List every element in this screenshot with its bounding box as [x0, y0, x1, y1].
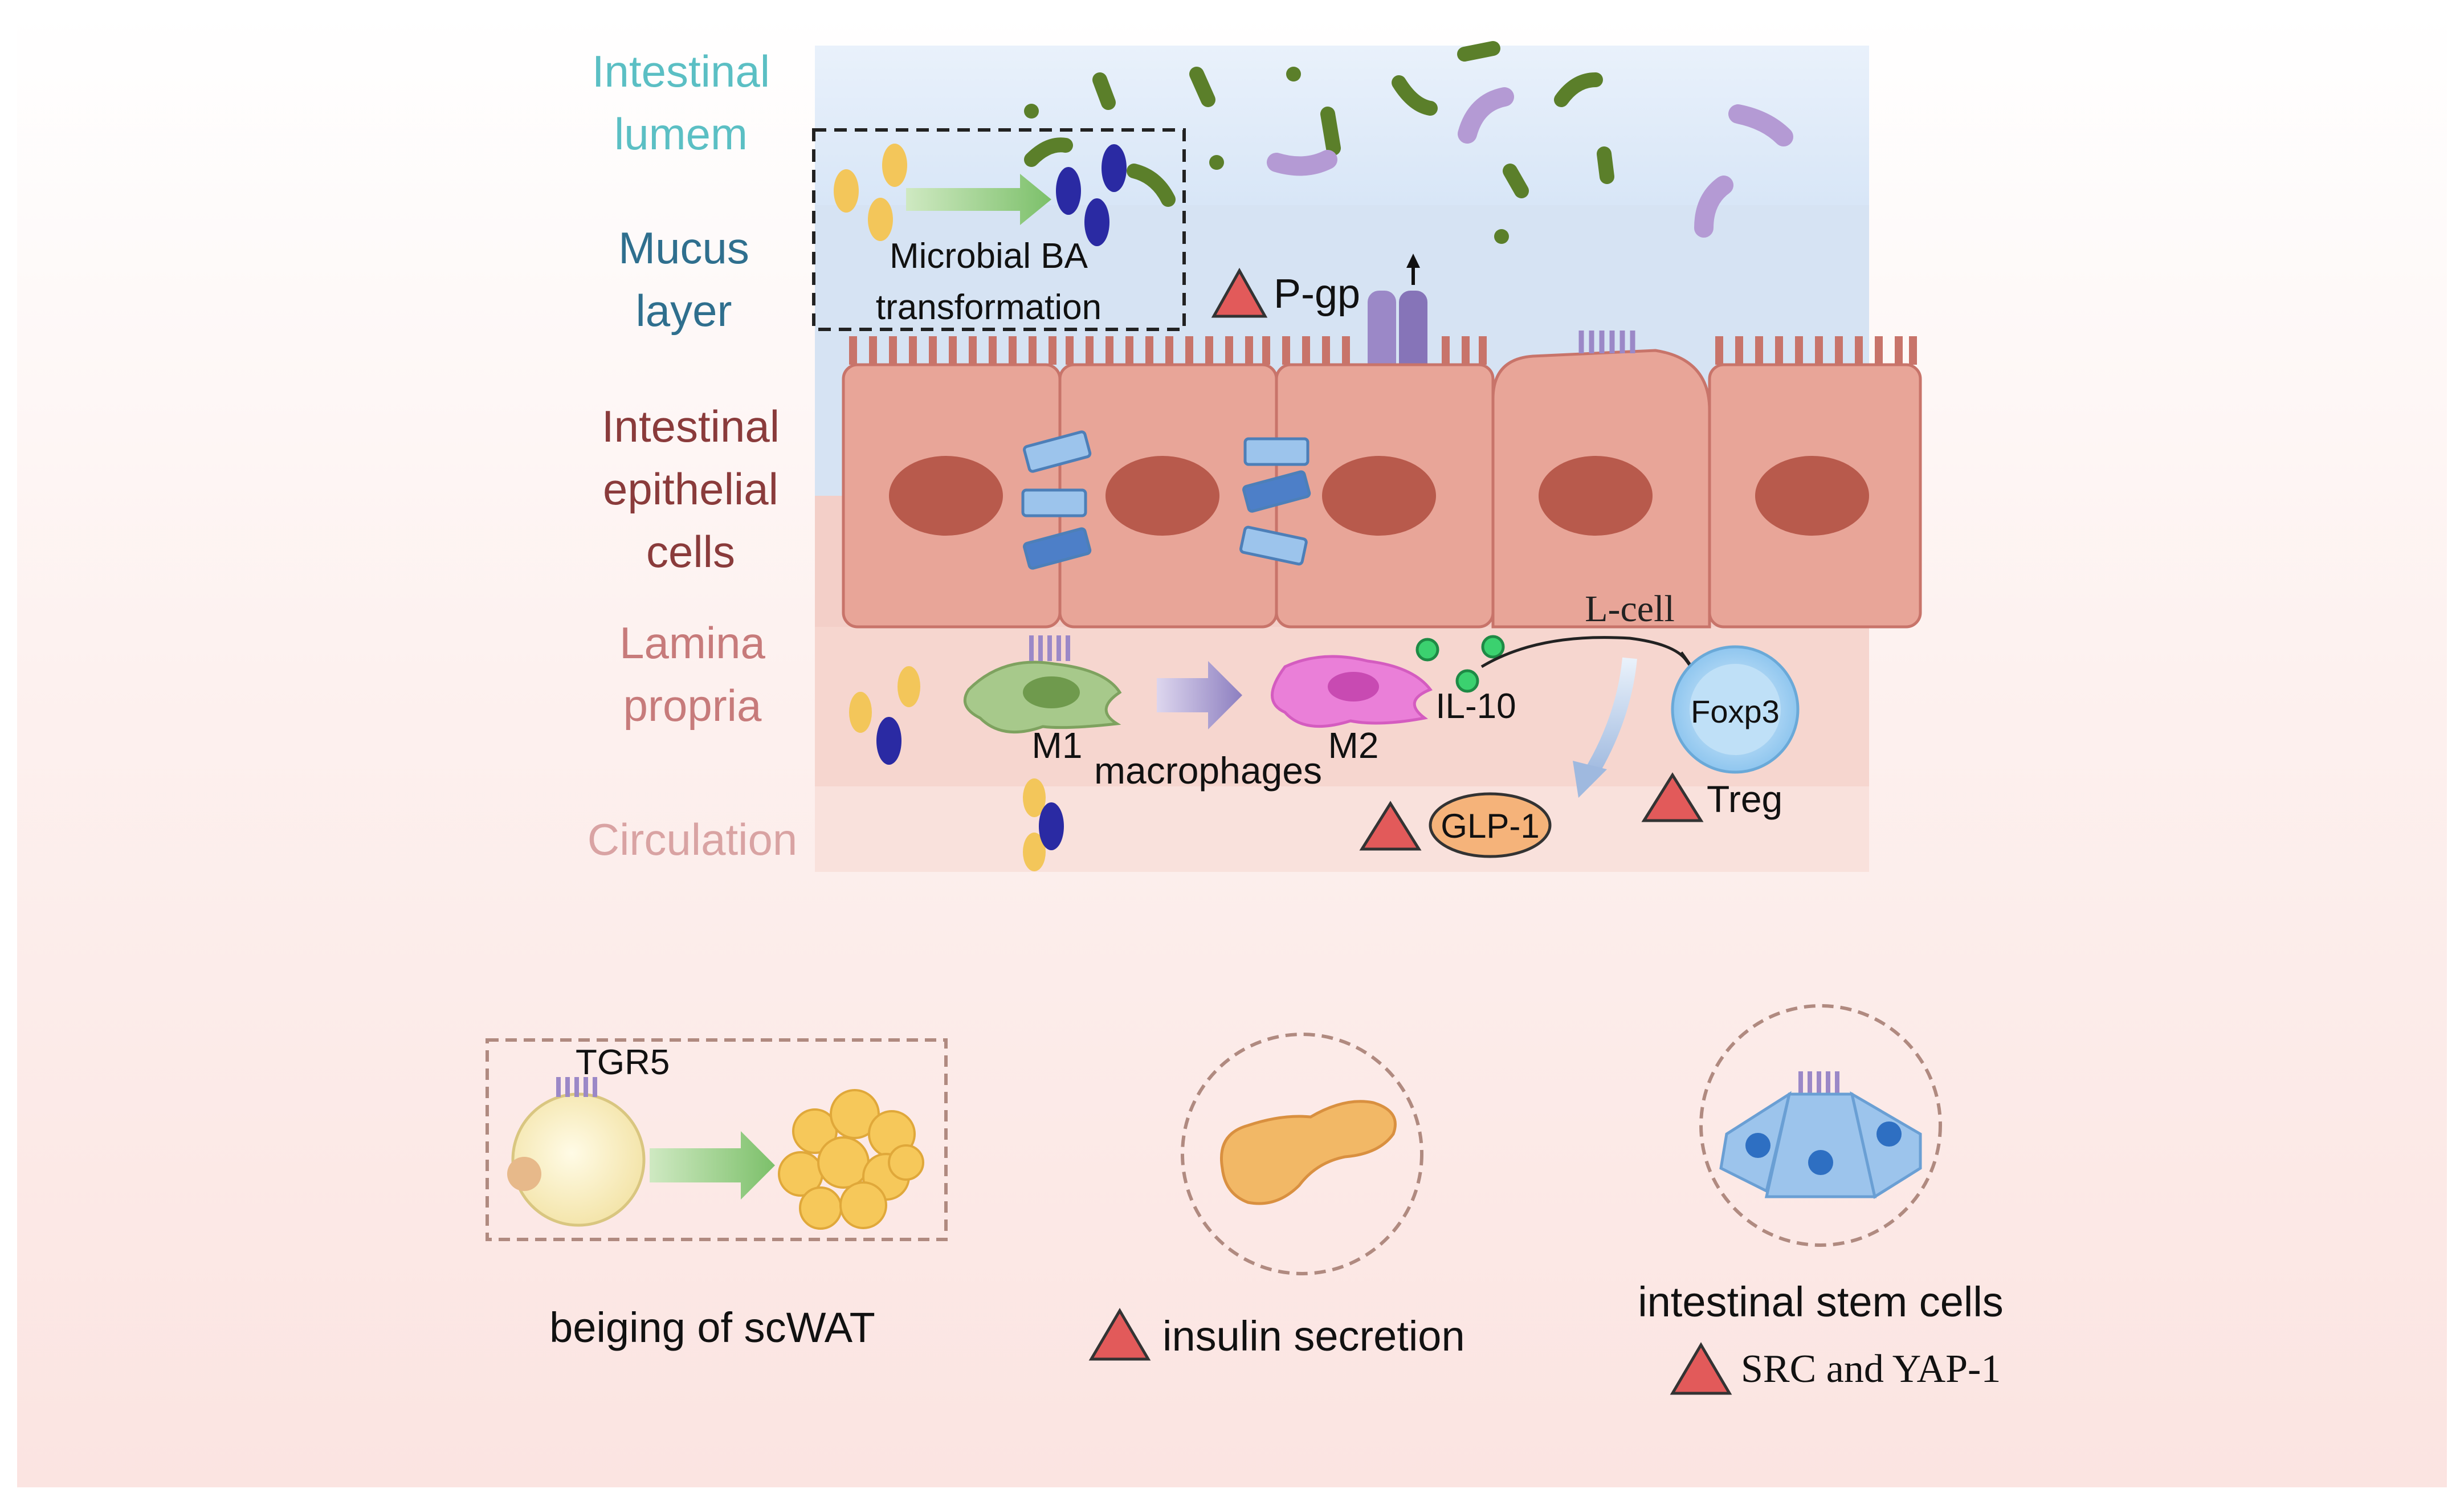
microvilli	[849, 336, 1917, 365]
macrophages-label: macrophages	[1094, 749, 1322, 792]
nucleus	[889, 456, 1003, 536]
lumen-label-line2: lumem	[614, 109, 748, 159]
nucleus	[1322, 456, 1436, 536]
lumen-band	[815, 46, 1869, 205]
lcell-label: L-cell	[1585, 588, 1675, 630]
curved-bacterium-icon	[1127, 164, 1176, 207]
glp1-icon	[1429, 792, 1552, 858]
lamina-label-line1: Lamina	[619, 618, 765, 668]
pancreas-icon	[1220, 1100, 1397, 1205]
circulation-content: GLP-1 Treg	[1023, 772, 1782, 871]
inhibition-arrow	[1480, 636, 1688, 668]
purple-bacterium-icon	[1728, 104, 1793, 146]
purple-bacterium-icon	[1267, 150, 1337, 176]
coccus-bacterium-icon	[1024, 104, 1039, 119]
pgp-label: P-gp	[1274, 271, 1360, 317]
increase-triangle-icon	[1211, 267, 1268, 318]
il10-cytokine-icons	[1415, 635, 1505, 693]
bile-acid-yellow-icon	[1023, 778, 1046, 817]
epithelial-label-line2: epithelial	[603, 464, 778, 514]
rod-bacterium-icon	[1457, 41, 1500, 62]
m2-label: M2	[1328, 725, 1379, 766]
treg-label: Treg	[1707, 778, 1782, 820]
lamina-label-line2: propria	[623, 680, 762, 731]
curved-bacterium-icon	[1024, 137, 1073, 167]
bile-acid-blue-icons	[1056, 144, 1127, 246]
epithelial-label-line1: Intestinal	[602, 401, 780, 451]
receptor-icon	[1798, 1071, 1839, 1094]
tight-junction-icons	[1021, 430, 1311, 570]
src-yap-label: SRC and YAP-1	[1741, 1347, 2001, 1391]
lamina-propria-content: M1 M2 macrophages IL-10 Foxp3	[849, 635, 1800, 798]
m2-nucleus	[1328, 672, 1379, 701]
receptor-icon	[1578, 331, 1635, 353]
beige-adipocytes-icon	[778, 1089, 924, 1230]
il10-label: IL-10	[1435, 687, 1516, 726]
nucleus	[1105, 456, 1219, 536]
coccus-bacterium-icon	[1494, 229, 1509, 244]
foxp3-label: Foxp3	[1691, 694, 1780, 729]
rod-bacterium-icon	[1092, 72, 1116, 110]
coccus-bacterium-icon	[1209, 155, 1224, 170]
bacteria-group	[1024, 41, 1793, 244]
adipocyte-nucleus	[507, 1157, 541, 1191]
increase-triangle-icon	[1670, 1342, 1732, 1395]
receptor-icon	[1029, 635, 1070, 661]
rod-bacterium-icon	[1320, 107, 1341, 156]
purple-bacterium-icon	[1694, 176, 1733, 238]
rod-bacterium-icon	[1189, 67, 1215, 107]
insulin-panel: insulin secretion	[1088, 1033, 1465, 1361]
microbial-ba-label-line1: Microbial BA	[890, 236, 1088, 276]
increase-triangle-icon	[1088, 1308, 1151, 1361]
stem-cells-label: intestinal stem cells	[1638, 1278, 2004, 1325]
beiging-arrow-icon	[650, 1131, 775, 1200]
beiging-panel: TGR5 beiging of scWAT	[486, 1038, 948, 1351]
increase-triangle-icon	[1359, 801, 1422, 851]
microbial-ba-label-line2: transformation	[876, 288, 1102, 327]
glp1-arrow-icon	[1583, 657, 1637, 779]
circulation-band	[815, 786, 1869, 872]
bile-acid-blue-icon	[876, 717, 901, 765]
circulation-label: Circulation	[588, 814, 797, 864]
polarization-arrow-icon	[1157, 661, 1242, 729]
transformation-arrow-icon	[906, 174, 1051, 225]
microbial-ba-box: Microbial BA transformation	[812, 128, 1186, 331]
rod-bacterium-icon	[1597, 146, 1614, 184]
rod-bacterium-icon	[1503, 164, 1529, 198]
mucus-label-line1: Mucus	[618, 223, 749, 273]
curved-bacterium-icon	[1392, 75, 1438, 116]
glp1-label: GLP-1	[1441, 807, 1539, 845]
nucleus	[1755, 456, 1869, 536]
nuclei	[889, 456, 1869, 536]
m1-nucleus	[1023, 676, 1080, 708]
purple-bacterium-icon	[1458, 87, 1514, 144]
insulin-label: insulin secretion	[1162, 1312, 1465, 1360]
m1-label: M1	[1032, 725, 1083, 766]
beiging-label: beiging of scWAT	[549, 1304, 875, 1351]
stem-cell-panel: intestinal stem cells SRC and YAP-1	[1638, 1004, 2004, 1395]
increase-triangle-icon	[1641, 772, 1704, 822]
epithelial-label-line3: cells	[646, 527, 735, 577]
nucleus	[1539, 456, 1653, 536]
lumen-label-line1: Intestinal	[592, 46, 770, 96]
bile-acid-yellow-icon	[849, 692, 872, 733]
tgr5-label: TGR5	[576, 1043, 670, 1082]
bile-acid-blue-icon	[1039, 802, 1064, 850]
bile-acid-yellow-icon	[898, 666, 920, 707]
mucus-label-line2: layer	[635, 285, 732, 336]
tgr5-receptor-icon	[556, 1077, 597, 1097]
curved-bacterium-icon	[1554, 72, 1603, 107]
coccus-bacterium-icon	[1286, 67, 1301, 81]
epithelial-cells	[842, 331, 1922, 629]
bile-acid-yellow-icons	[834, 144, 907, 241]
bile-acid-yellow-icon	[1023, 833, 1046, 871]
